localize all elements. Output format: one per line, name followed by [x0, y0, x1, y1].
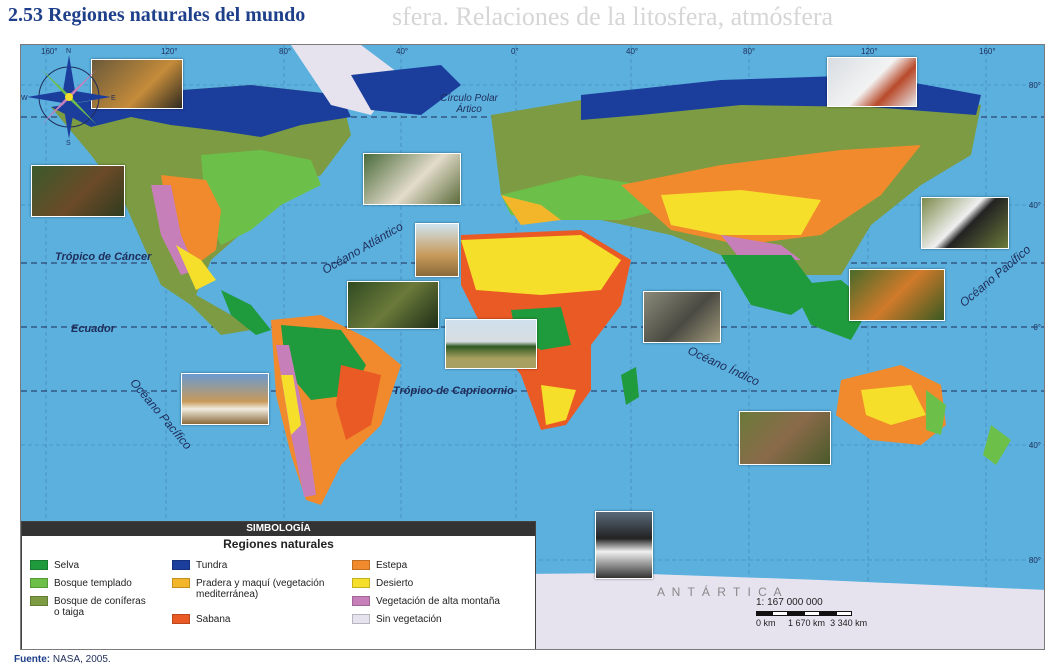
- sheep-photo: [363, 153, 461, 205]
- kangaroo-photo: [739, 411, 831, 465]
- legend-label: Desierto: [376, 578, 414, 589]
- legend-item-sin-vegetacion: Sin vegetación: [352, 614, 442, 625]
- legend-swatch: [172, 560, 190, 570]
- legend-label: Estepa: [376, 560, 408, 571]
- lon-label: 120°: [161, 47, 178, 56]
- compass-n: N: [66, 48, 71, 55]
- legend-swatch: [30, 596, 48, 606]
- lat-label: 80°: [1028, 81, 1041, 90]
- australia: [836, 365, 1011, 465]
- fox-photo: [827, 57, 917, 107]
- scale-segments: [756, 611, 886, 616]
- tiger-photo: [849, 269, 945, 321]
- elephant-photo: [643, 291, 721, 343]
- jungle-photo: [347, 281, 439, 329]
- penguin-photo: [595, 511, 653, 579]
- eurasia: [491, 75, 981, 340]
- legend-item-pradera: Pradera y maquí (vegetación mediterránea…: [172, 578, 352, 600]
- lon-label: 80°: [279, 47, 292, 56]
- legend-label: Vegetación de alta montaña: [376, 596, 500, 607]
- lon-label: 120°: [861, 47, 878, 56]
- south-america: [271, 315, 401, 505]
- tropic-capricorn-label: Trópico de Capricornio: [393, 385, 514, 397]
- legend-swatch: [352, 596, 370, 606]
- scale-tick: 1 670 km: [788, 618, 826, 628]
- acacia-photo: [445, 319, 537, 369]
- compass-rose-icon: N S W E: [21, 48, 116, 145]
- legend-label: Bosque templado: [54, 578, 132, 589]
- lat-label: 0°: [1033, 323, 1041, 332]
- legend-swatch: [172, 614, 190, 624]
- greenland: [351, 65, 461, 115]
- lat-label: 80°: [1028, 556, 1041, 565]
- panda-photo: [921, 197, 1009, 249]
- legend-item-bosque-templado: Bosque templado: [30, 578, 132, 589]
- legend-label: Bosque de coníferas o taiga: [54, 596, 146, 618]
- lon-label: 40°: [396, 47, 409, 56]
- legend-item-coniferas: Bosque de coníferas o taiga: [30, 596, 170, 618]
- legend-label: Sabana: [196, 614, 231, 625]
- bear-photo: [31, 165, 125, 217]
- legend-item-desierto: Desierto: [352, 578, 413, 589]
- lon-label: 160°: [41, 47, 58, 56]
- legend-item-tundra: Tundra: [172, 560, 227, 571]
- legend-item-sabana: Sabana: [172, 614, 230, 625]
- legend-subtitle: Regiones naturales: [223, 537, 334, 551]
- legend-label: Selva: [54, 560, 80, 571]
- scale-ratio: 1: 167 000 000: [756, 597, 823, 608]
- polar-circle-label: Círculo Polar Ártico: [440, 93, 498, 115]
- legend-swatch: [352, 614, 370, 624]
- scale-tick: 0 km: [756, 618, 776, 628]
- scale-tick: 3 340 km: [830, 618, 868, 628]
- camel-photo: [415, 223, 459, 277]
- lon-label: 80°: [743, 47, 756, 56]
- llama-photo: [181, 373, 269, 425]
- legend-swatch: [172, 578, 190, 588]
- page-title: 2.53 Regiones naturales del mundo: [8, 4, 306, 26]
- antarctica-label: A N T Á R T I C A: [657, 585, 784, 599]
- legend-swatch: [30, 578, 48, 588]
- scale-ticks: 0 km 1 670 km 3 340 km: [756, 618, 886, 628]
- compass-e: E: [111, 95, 116, 102]
- lon-label: 0°: [511, 47, 519, 56]
- equator-label: Ecuador: [71, 323, 116, 335]
- legend-header: SIMBOLOGÍA: [22, 522, 535, 536]
- legend-label: Sin vegetación: [376, 614, 442, 625]
- lon-label: 160°: [979, 47, 996, 56]
- lat-label: 40°: [1028, 441, 1041, 450]
- legend-swatch: [352, 578, 370, 588]
- lon-label: 40°: [626, 47, 639, 56]
- legend-label: Tundra: [196, 560, 228, 571]
- tropic-cancer-label: Trópico de Cáncer: [55, 251, 152, 263]
- source-label: Fuente:: [14, 654, 51, 665]
- compass-w: W: [21, 95, 28, 102]
- legend-swatch: [352, 560, 370, 570]
- compass-s: S: [66, 140, 71, 145]
- scale-bar: 1: 167 000 000 0 km 1 670 km 3 340 km: [756, 597, 886, 645]
- legend-label: Pradera y maquí (vegetación mediterránea…: [196, 578, 325, 600]
- bison-photo: [91, 59, 183, 109]
- legend-item-estepa: Estepa: [352, 560, 407, 571]
- lat-label: 40°: [1028, 201, 1041, 210]
- source-note: Fuente: NASA, 2005.: [14, 654, 111, 665]
- legend: SIMBOLOGÍA Regiones naturales Selva Bosq…: [21, 521, 536, 649]
- source-text: NASA, 2005.: [52, 654, 111, 665]
- legend-item-selva: Selva: [30, 560, 79, 571]
- world-map: 160° 120° 80° 40° 0° 40° 80° 120° 160° 8…: [20, 44, 1045, 650]
- legend-item-alta-montana: Vegetación de alta montaña: [352, 596, 500, 607]
- bleed-through-text: sfera. Relaciones de la litosfera, atmós…: [392, 2, 834, 31]
- legend-swatch: [30, 560, 48, 570]
